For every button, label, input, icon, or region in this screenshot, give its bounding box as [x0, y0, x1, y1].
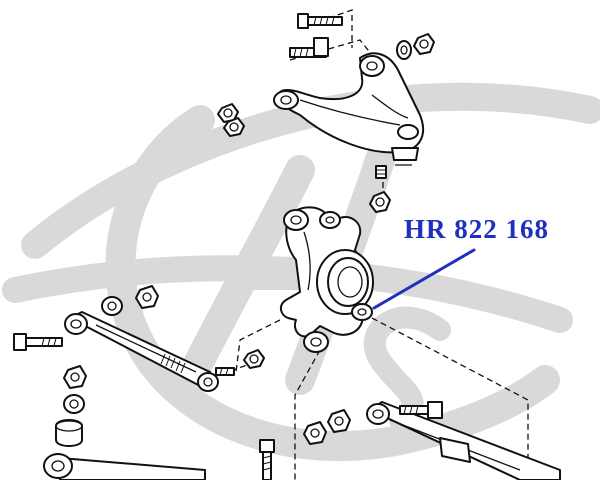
nut-top-icon — [413, 33, 435, 55]
nut-lower-middle-2-icon — [327, 409, 351, 433]
callout-leader-line — [372, 248, 476, 310]
part-number-callout: HR 822 168 — [404, 214, 549, 244]
nut-upper-arm-left-icon — [217, 103, 239, 123]
lower-bolt-middle-icon — [259, 439, 275, 481]
washer-left-stack-icon — [63, 394, 85, 414]
upper-control-arm-icon — [273, 52, 425, 166]
hub-bearing-icon — [316, 249, 374, 315]
bushing-left-upper-icon — [101, 296, 123, 316]
nut-ball-joint-icon — [369, 191, 391, 213]
knuckle-lower-bushing-icon — [303, 331, 329, 353]
watermark-ring — [105, 105, 560, 462]
link-bolt-left-icon — [13, 333, 63, 351]
upper-bolt-1-icon — [297, 13, 343, 29]
upper-bolt-2-icon — [289, 37, 329, 58]
nut-left-upper-icon — [135, 285, 159, 309]
bushing-left-lower-icon — [55, 419, 83, 447]
washer-top-icon — [396, 40, 412, 60]
nut-upper-arm-left-2-icon — [223, 117, 245, 137]
nut-lower-middle-1-icon — [303, 421, 327, 445]
nut-left-stack-1-icon — [63, 365, 87, 389]
highlighted-bushing-icon — [351, 303, 373, 321]
lower-arm-bolt-icon — [399, 401, 443, 419]
nut-link-right-icon — [243, 349, 265, 369]
link-bolt-right-icon — [215, 367, 235, 376]
lateral-link-icon — [64, 311, 219, 392]
ball-joint-stud-icon — [375, 165, 387, 179]
lower-link-left-icon — [43, 453, 206, 481]
watermark-letter-s — [363, 306, 451, 431]
lower-control-arm-icon — [366, 401, 561, 481]
